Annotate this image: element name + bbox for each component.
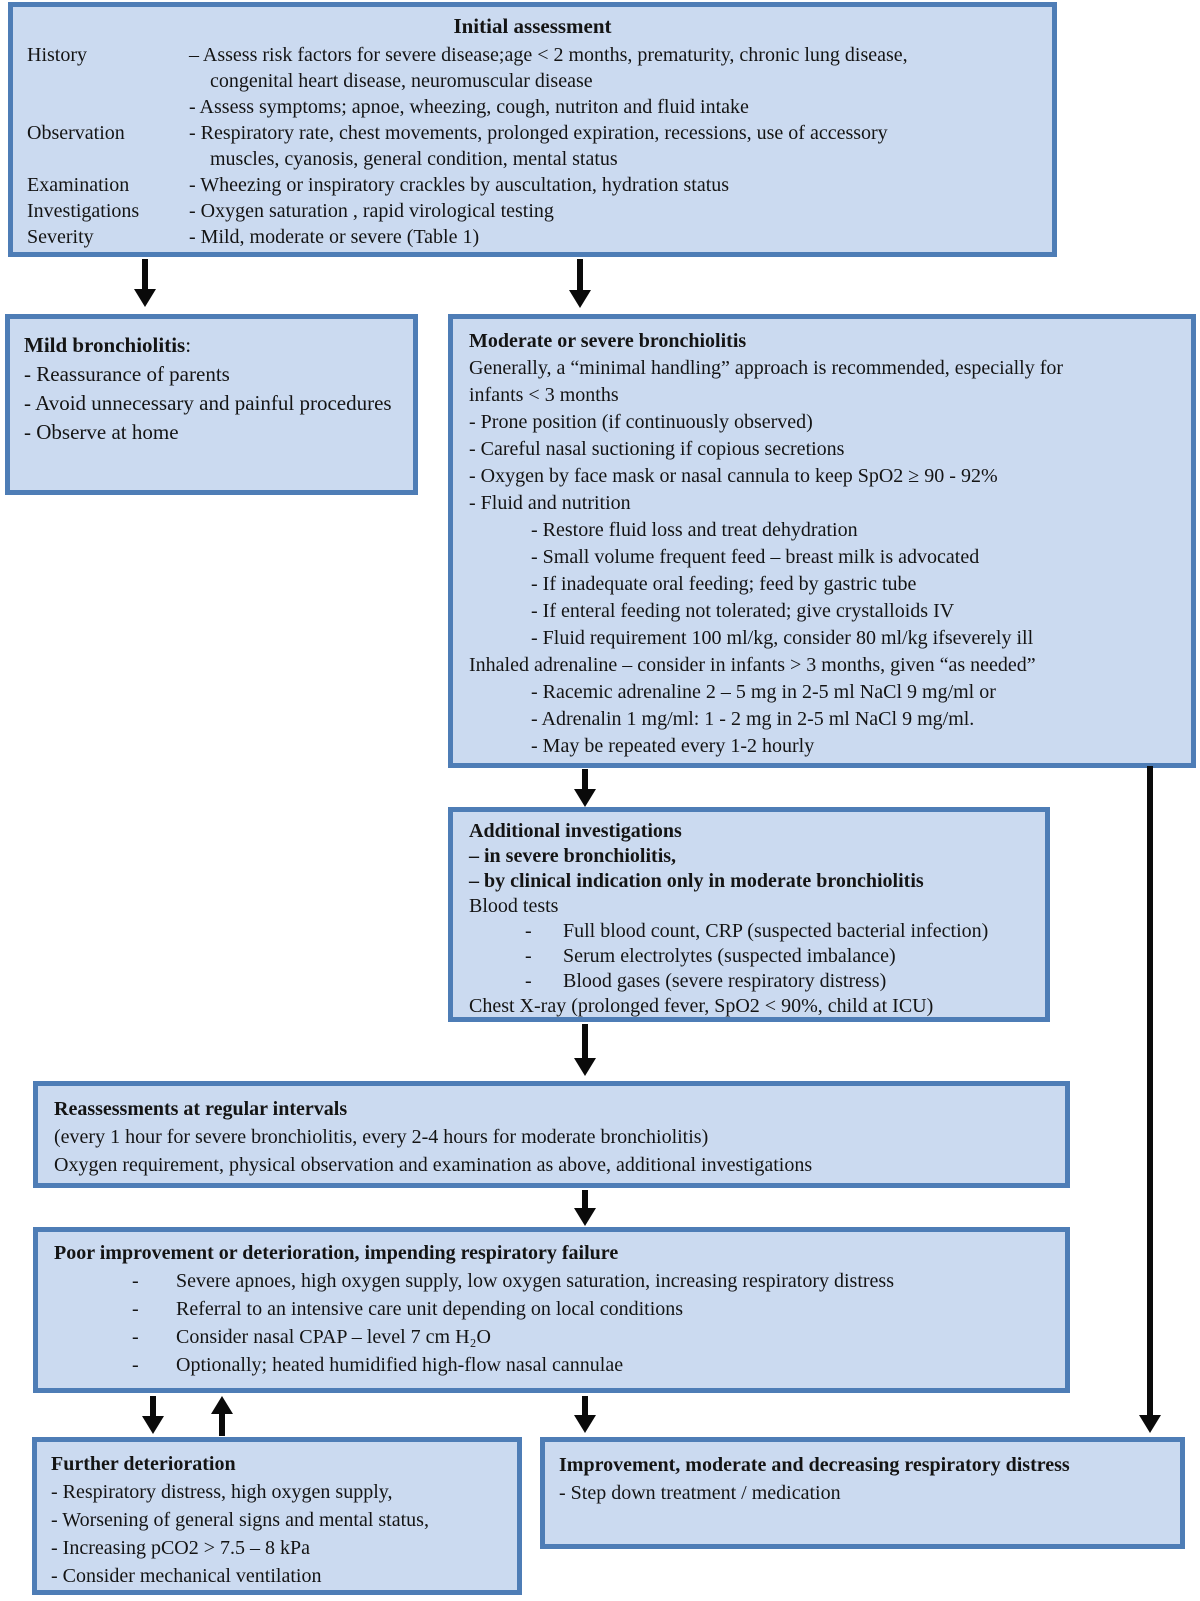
bullet-line: - Blood gases (severe respiratory distre… (525, 970, 887, 992)
row-text: - Wheezing or inspiratory crackles by au… (189, 174, 730, 196)
line: Oxygen requirement, physical observation… (54, 1154, 813, 1176)
line: - Fluid requirement 100 ml/kg, consider … (531, 627, 1034, 649)
row-text: - Respiratory rate, chest movements, pro… (189, 122, 888, 144)
line: Inhaled adrenaline – consider in infants… (469, 654, 1036, 676)
box-title: – in severe bronchiolitis, (469, 845, 677, 867)
line: - Oxygen by face mask or nasal cannula t… (469, 465, 998, 487)
line: - Step down treatment / medication (559, 1482, 841, 1504)
assessment-row: congenital heart disease, neuromuscular … (27, 68, 1038, 94)
line: - May be repeated every 1-2 hourly (531, 735, 815, 757)
row-label (27, 94, 189, 120)
bullet-line: - Severe apnoes, high oxygen supply, low… (132, 1270, 894, 1292)
box-title: Further deterioration (51, 1453, 236, 1475)
box-title: Initial assessment (453, 14, 612, 38)
poor-improvement-box: Poor improvement or deterioration, impen… (33, 1227, 1070, 1393)
row-label: Observation (27, 122, 125, 144)
row-label (27, 146, 189, 172)
line: - Careful nasal suctioning if copious se… (469, 438, 845, 460)
box-title: Mild bronchiolitis: (24, 333, 192, 357)
additional-investigations-box: Additional investigations – in severe br… (448, 807, 1050, 1022)
box-title: Additional investigations (469, 820, 682, 842)
bullet-line: - Optionally; heated humidified high-flo… (132, 1354, 624, 1376)
assessment-row: Observation - Respiratory rate, chest mo… (27, 120, 1038, 146)
line: - If enteral feeding not tolerated; give… (531, 600, 955, 622)
arrow-down-icon (574, 769, 596, 807)
moderate-severe-bronchiolitis-box: Moderate or severe bronchiolitis General… (448, 314, 1196, 768)
line: - Respiratory distress, high oxygen supp… (51, 1481, 393, 1503)
row-label: Investigations (27, 200, 140, 222)
arrow-down-icon (574, 1024, 596, 1076)
row-text: - Assess symptoms; apnoe, wheezing, coug… (189, 96, 749, 118)
arrow-down-icon (569, 259, 591, 308)
row-label (27, 68, 189, 94)
line: - Fluid and nutrition (469, 492, 631, 514)
arrow-down-icon (574, 1190, 596, 1226)
bullet-line: - Referral to an intensive care unit dep… (132, 1298, 684, 1320)
reassessments-box: Reassessments at regular intervals (ever… (33, 1081, 1070, 1188)
arrow-up-icon (211, 1396, 233, 1436)
mild-bronchiolitis-box: Mild bronchiolitis: - Reassurance of par… (5, 314, 418, 495)
assessment-row: Examination - Wheezing or inspiratory cr… (27, 172, 1038, 198)
assessment-row: muscles, cyanosis, general condition, me… (27, 146, 1038, 172)
line: - Avoid unnecessary and painful procedur… (24, 391, 392, 415)
box-title: Poor improvement or deterioration, impen… (54, 1242, 619, 1264)
bullet-line: - Consider nasal CPAP – level 7 cm H₂O (132, 1326, 491, 1348)
assessment-row: Severity - Mild, moderate or severe (Tab… (27, 224, 1038, 250)
initial-assessment-box: Initial assessment History – Assess risk… (8, 2, 1057, 257)
box-title: Reassessments at regular intervals (54, 1098, 348, 1120)
arrow-down-icon (142, 1396, 164, 1434)
row-text: congenital heart disease, neuromuscular … (210, 70, 593, 92)
assessment-row: Investigations - Oxygen saturation , rap… (27, 198, 1038, 224)
row-text: muscles, cyanosis, general condition, me… (210, 148, 618, 170)
line: Blood tests (469, 895, 559, 917)
box-title: – by clinical indication only in moderat… (469, 870, 924, 892)
box-title: Moderate or severe bronchiolitis (469, 330, 747, 352)
row-label: History (27, 44, 87, 66)
bullet-line: - Full blood count, CRP (suspected bacte… (525, 920, 989, 942)
line: - Observe at home (24, 420, 179, 444)
line: Generally, a “minimal handling” approach… (469, 357, 1064, 379)
line: - Adrenalin 1 mg/ml: 1 - 2 mg in 2-5 ml … (531, 708, 975, 730)
arrow-down-icon (574, 1396, 596, 1433)
row-label: Examination (27, 174, 130, 196)
line: (every 1 hour for severe bronchiolitis, … (54, 1126, 709, 1148)
line: - If inadequate oral feeding; feed by ga… (531, 573, 917, 595)
row-text: – Assess risk factors for severe disease… (189, 44, 908, 66)
line: - Consider mechanical ventilation (51, 1565, 322, 1587)
line: - Racemic adrenaline 2 – 5 mg in 2-5 ml … (531, 681, 996, 703)
line: - Prone position (if continuously observ… (469, 411, 813, 433)
further-deterioration-box: Further deterioration - Respiratory dist… (32, 1437, 522, 1595)
line: Chest X-ray (prolonged fever, SpO2 < 90%… (469, 995, 934, 1017)
assessment-row: - Assess symptoms; apnoe, wheezing, coug… (27, 94, 1038, 120)
row-label: Severity (27, 226, 94, 248)
line: - Small volume frequent feed – breast mi… (531, 546, 980, 568)
row-text: - Mild, moderate or severe (Table 1) (189, 226, 480, 248)
line: infants < 3 months (469, 384, 619, 406)
row-text: - Oxygen saturation , rapid virological … (189, 200, 554, 222)
line: - Worsening of general signs and mental … (51, 1509, 429, 1531)
line: - Restore fluid loss and treat dehydrati… (531, 519, 858, 541)
bullet-line: - Serum electrolytes (suspected imbalanc… (525, 945, 896, 967)
box-title: Improvement, moderate and decreasing res… (559, 1454, 1070, 1476)
arrow-down-icon (134, 259, 156, 307)
assessment-row: History – Assess risk factors for severe… (27, 42, 1038, 68)
line: - Reassurance of parents (24, 362, 230, 386)
improvement-box: Improvement, moderate and decreasing res… (540, 1437, 1185, 1549)
arrow-down-long-icon (1139, 766, 1161, 1433)
line: - Increasing pCO2 > 7.5 – 8 kPa (51, 1537, 311, 1559)
